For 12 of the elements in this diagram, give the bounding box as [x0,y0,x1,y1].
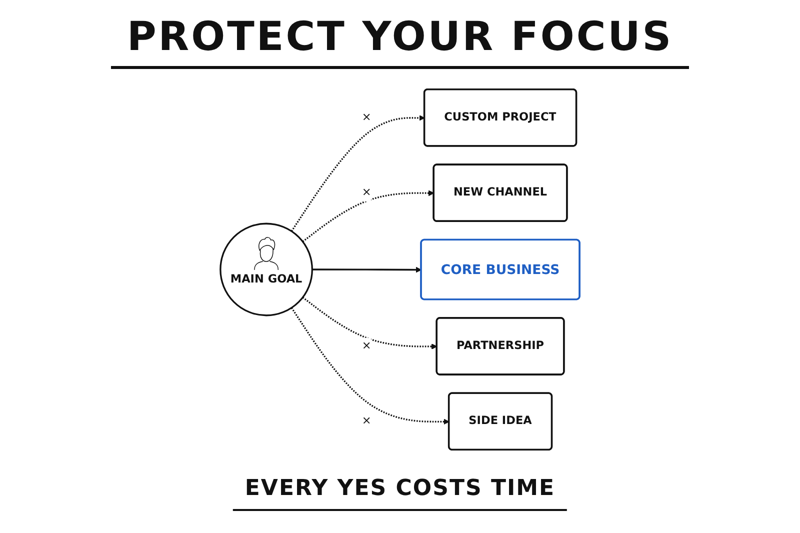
title: PROTECT YOUR FOCUS [110,14,690,69]
arrow [290,307,450,425]
arrow [312,266,422,273]
edge-label: × [362,110,372,124]
edge-label: × [362,414,372,428]
edge-label: × [362,339,372,352]
arrow [302,296,438,350]
arrow [302,190,434,242]
caption: EVERY YES COSTS TIME [232,476,568,511]
arrow [290,115,425,232]
node-circle: MAIN GOAL [220,222,313,316]
edge-label: × [362,186,372,199]
